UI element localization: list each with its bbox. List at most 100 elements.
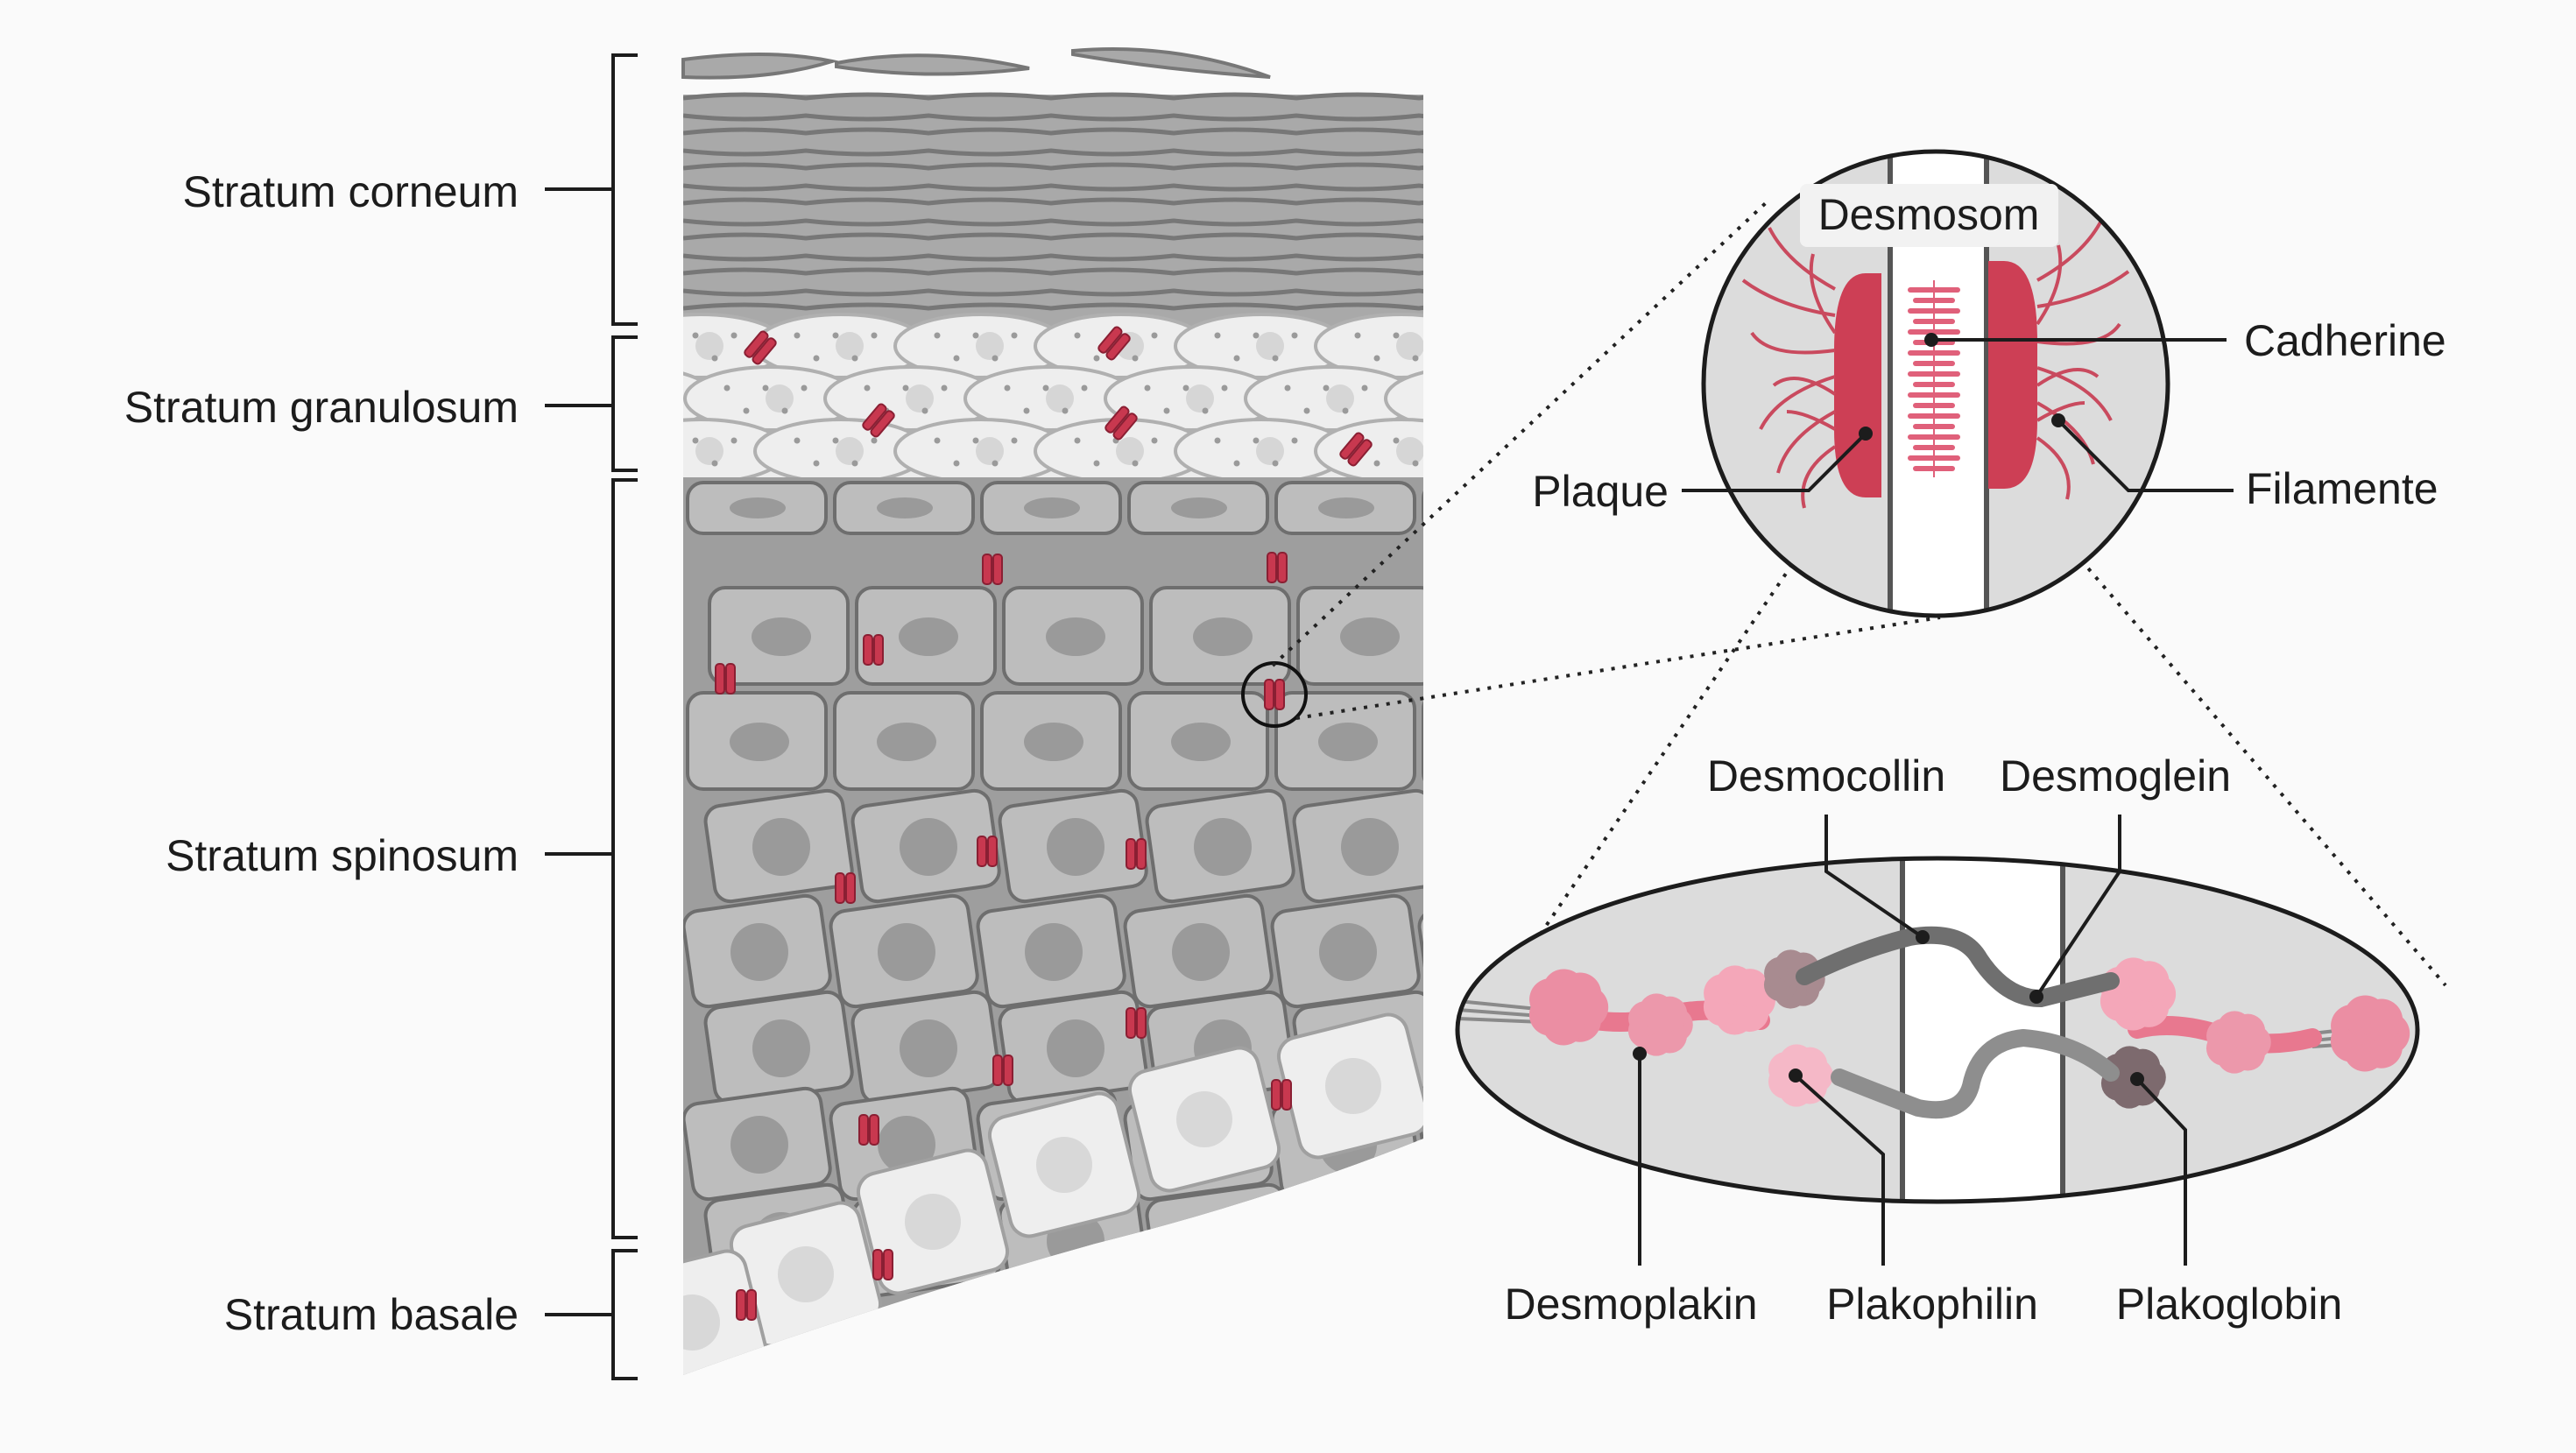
filament — [1809, 253, 1837, 335]
keratohyalin-granule — [1074, 332, 1081, 339]
keratohyalin-granule — [1553, 461, 1559, 467]
bracket-spinosum — [611, 478, 638, 1239]
keratohyalin-granule — [941, 384, 948, 391]
keratohyalin-granule — [1284, 384, 1291, 391]
corneum-line — [683, 92, 1423, 101]
keratohyalin-granule — [1565, 385, 1571, 391]
keratohyalin-granule — [1342, 407, 1349, 414]
desmosome-half — [752, 337, 777, 365]
keratohyalin-granule — [572, 461, 578, 467]
desmosome-half — [1347, 439, 1373, 467]
keratohyalin-granule — [1373, 355, 1380, 362]
keratohyalin-granule — [934, 437, 941, 444]
desmosome-half — [1105, 333, 1131, 361]
granulosum-cell — [1456, 314, 1627, 377]
cadherin-bars — [1908, 280, 1960, 477]
keratohyalin-granule — [1425, 385, 1431, 391]
spinosum-nucleus — [1194, 818, 1252, 876]
keratohyalin-granule — [1004, 384, 1011, 391]
keratohyalin-granule — [1514, 356, 1521, 362]
spinosum-nucleus — [730, 723, 789, 761]
keratohyalin-granule — [674, 461, 680, 467]
keratohyalin-granule — [1412, 355, 1419, 362]
desmosome-half — [1136, 1007, 1147, 1039]
filament — [2036, 244, 2063, 326]
protein-labels: Desmocollin Desmoglein Desmoplakin Plako… — [1504, 751, 2342, 1329]
desmosome-half — [725, 663, 736, 695]
granulosum-nucleus — [1046, 384, 1074, 413]
keratohyalin-granule — [730, 437, 738, 444]
basale-nucleus — [1176, 1091, 1232, 1147]
desmosome-marker — [1126, 838, 1147, 870]
desmoplakin-domain — [2230, 1013, 2266, 1049]
filament — [2036, 366, 2113, 421]
desmosome-marker — [1105, 406, 1138, 441]
desmosome-half — [736, 1289, 746, 1321]
corneum-line — [683, 183, 1423, 192]
basale-nucleus — [1036, 1137, 1092, 1193]
filament — [1801, 445, 1837, 509]
keratohyalin-granule — [1272, 355, 1279, 362]
granulosum-nucleus — [906, 384, 934, 413]
desmosome-marker — [715, 663, 736, 695]
spinosum-nucleus — [1487, 617, 1547, 656]
keratohyalin-granule — [953, 355, 960, 362]
keratohyalin-granule — [1272, 460, 1279, 467]
granulosum-cell — [1526, 367, 1697, 430]
bracket-granulosum — [611, 335, 638, 472]
desmosome-half — [869, 1114, 879, 1146]
keratohyalin-granule — [953, 460, 960, 467]
desmosome-marker — [1339, 432, 1373, 467]
keratohyalin-granule — [1412, 460, 1419, 467]
filament — [2036, 401, 2095, 465]
keratohyalin-granule — [1373, 460, 1380, 467]
ellipse-callout-dots — [1633, 930, 2144, 1086]
granulosum-nucleus — [836, 332, 864, 360]
keratohyalin-granule — [591, 333, 597, 339]
desmosome-half — [987, 836, 998, 867]
spinosum-nucleus — [1047, 1019, 1105, 1077]
desmosom-title-box — [1800, 184, 2058, 247]
basale-nucleus — [683, 1294, 720, 1351]
spinosum-cell — [1422, 691, 1423, 791]
desmosome-half — [1112, 413, 1138, 441]
spinosum-nucleus — [900, 818, 957, 876]
granulosum-nucleus — [555, 437, 583, 465]
label-desmoglein: Desmoglein — [2000, 751, 2231, 801]
spinosum-nucleus — [1488, 1212, 1546, 1270]
keratohyalin-granule — [1495, 438, 1501, 444]
keratohyalin-granule — [1553, 356, 1559, 362]
keratohyalin-granule — [533, 356, 540, 362]
filament — [1750, 331, 1836, 355]
granulosum-nucleus — [1536, 332, 1564, 360]
desmoplakin-domain — [2360, 998, 2403, 1041]
keratohyalin-granule — [1323, 384, 1330, 391]
desmosome-half — [992, 554, 1003, 585]
spinosum-nucleus — [1488, 818, 1546, 876]
label-plakophilin: Plakophilin — [1826, 1280, 2038, 1329]
keratohyalin-granule — [794, 437, 801, 444]
desmosome-marker — [835, 872, 856, 904]
keratohyalin-granule — [603, 408, 610, 414]
granulosum-nucleus — [836, 437, 864, 465]
keratohyalin-granule — [1151, 332, 1158, 339]
desmosome-half — [1274, 679, 1285, 710]
keratohyalin-granule — [1081, 384, 1088, 391]
label-stratum-granulosum: Stratum granulosum — [124, 383, 519, 432]
label-desmoplakin: Desmoplakin — [1504, 1280, 1757, 1329]
keratohyalin-granule — [584, 385, 590, 391]
keratohyalin-granule — [1303, 407, 1310, 414]
filament — [1786, 410, 1836, 431]
keratohyalin-granule — [553, 438, 559, 444]
spinosum-cell — [1445, 588, 1584, 684]
spinosum-nucleus — [752, 818, 810, 876]
desmosome-half — [1003, 1054, 1013, 1086]
corneum-line — [683, 162, 1423, 171]
keratohyalin-granule — [1132, 460, 1139, 467]
keratohyalin-granule — [813, 355, 820, 362]
keratohyalin-granule — [871, 437, 878, 444]
desmosome-half — [1126, 1007, 1136, 1039]
plaque-right — [1988, 261, 2037, 489]
granulosum-nucleus — [976, 332, 1004, 360]
basale-cells — [683, 1012, 1423, 1375]
